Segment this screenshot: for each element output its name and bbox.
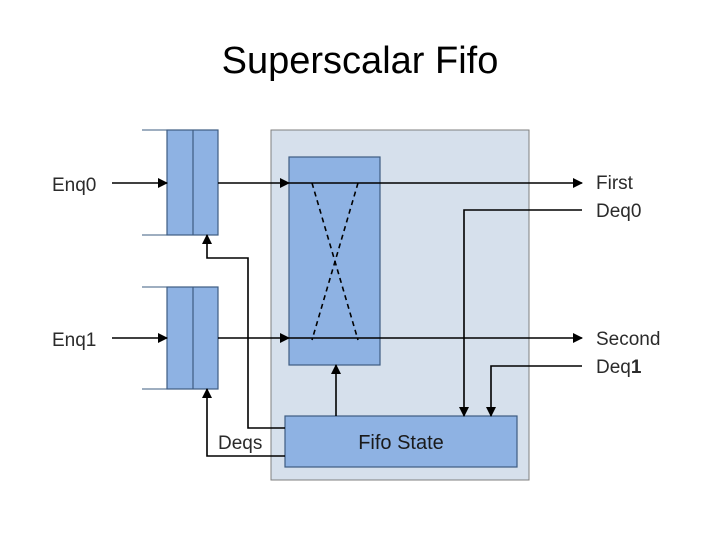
- deq1-feedback-arrow: [486, 365, 582, 417]
- enq0-label: Enq0: [52, 175, 96, 196]
- crossbar-block: [288, 156, 381, 366]
- enq1-label: Enq1: [52, 330, 96, 351]
- second-label: Second: [596, 329, 660, 350]
- state-to-register0-arrow: [202, 234, 285, 429]
- slide-title: Superscalar Fifo: [221, 40, 499, 82]
- fifo-state-label: Fifo State: [358, 432, 444, 454]
- deq1-label-prefix: Deq: [596, 357, 631, 378]
- fifo-state-block: [284, 415, 518, 468]
- deq0-label-suffix: 0: [631, 201, 642, 222]
- first-label: First: [596, 173, 634, 194]
- deq1-label: Deq1: [596, 357, 642, 378]
- deq0-feedback-arrow: [459, 209, 582, 417]
- input-register-0: [142, 129, 219, 236]
- deq0-label: Deq0: [596, 201, 641, 222]
- deqs-to-register1-arrow: [202, 388, 285, 457]
- deq1-label-suffix: 1: [631, 357, 642, 378]
- deq0-label-prefix: Deq: [596, 201, 631, 222]
- deqs-label: Deqs: [218, 433, 262, 454]
